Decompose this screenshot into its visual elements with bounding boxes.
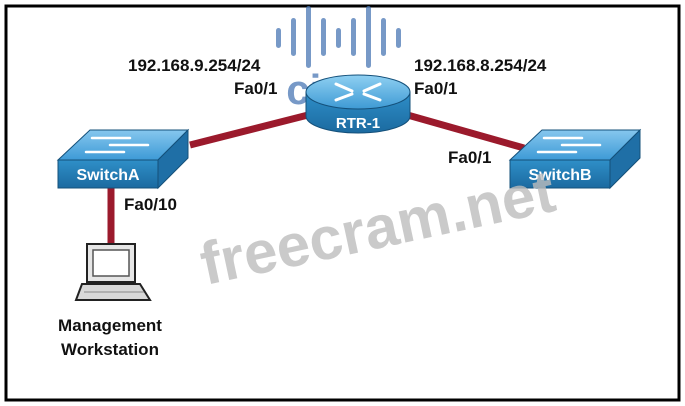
link-router-switchb [403,110,525,152]
switch-b-arrows-icon [536,136,602,154]
switch-b-port-label: Fa0/1 [448,148,491,167]
router-right-port-label: Fa0/1 [414,79,457,98]
switch-a-label: SwitchA [76,167,140,184]
link-switcha-router [189,110,313,149]
diagram-frame [4,4,681,402]
switch-b: SwitchB [508,128,642,190]
router-arrows-icon [334,82,382,102]
router-left-port-label: Fa0/1 [234,79,277,98]
workstation-computer-icon [74,243,152,301]
switch-a-port-label: Fa0/10 [124,195,177,214]
workstation-label-line1: Management [58,316,162,335]
router-left-ip-label: 192.168.9.254/24 [128,56,261,75]
switch-a: SwitchA [56,128,190,190]
router-rtr-1: RTR-1 [305,74,411,134]
router-label: RTR-1 [336,115,380,132]
router-right-ip-label: 192.168.8.254/24 [414,56,547,75]
switch-b-label: SwitchB [528,167,591,184]
switch-a-arrows-icon [84,136,150,154]
workstation-label-line2: Workstation [61,340,159,359]
